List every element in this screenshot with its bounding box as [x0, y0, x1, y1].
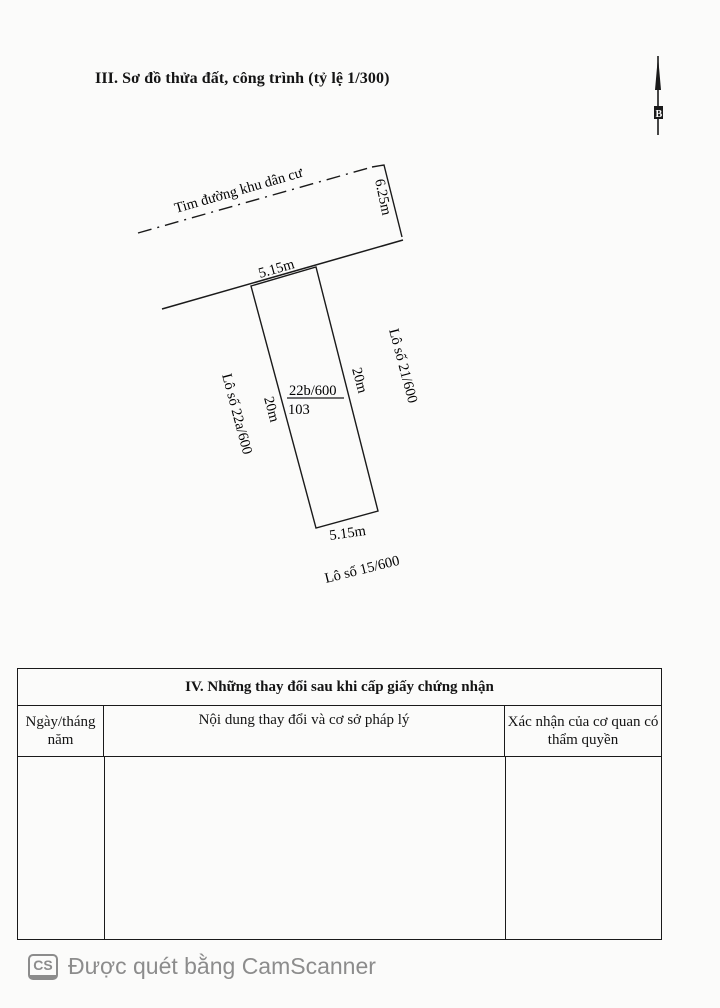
back-width-label: 5.15m [328, 523, 367, 544]
changes-table: IV. Những thay đổi sau khi cấp giấy chứn… [17, 668, 662, 940]
svg-text:B: B [656, 109, 663, 120]
north-arrow-icon: B [654, 56, 663, 135]
column-header-confirmation: Xác nhận của cơ quan có thẩm quyền [505, 705, 661, 757]
camscanner-logo-icon: CS [28, 953, 58, 980]
column-header-date: Ngày/tháng năm [18, 705, 104, 757]
parcel-area: 103 [288, 402, 310, 418]
parcel-boundary [250, 266, 379, 529]
table-cell-content [104, 757, 506, 939]
section-4-title: IV. Những thay đổi sau khi cấp giấy chứn… [18, 669, 661, 706]
right-depth-label: 20m [348, 366, 370, 396]
parcel-number: 22b/600 [289, 383, 337, 399]
column-header-content: Nội dung thay đổi và cơ sở pháp lý [104, 705, 505, 757]
section-3-title: III. Sơ đồ thửa đất, công trình (tỷ lệ 1… [95, 70, 390, 87]
watermark-text: Được quét bằng CamScanner [68, 953, 376, 979]
table-cell-date [18, 757, 105, 939]
road-offset-label: 6.25m [371, 178, 394, 218]
road-centerline [137, 166, 373, 234]
neighbor-right-label: Lô số 21/600 [385, 327, 420, 405]
neighbor-back-label: Lô số 15/600 [323, 553, 401, 587]
neighbor-left-label: Lô số 22a/600 [218, 372, 255, 456]
table-cell-confirmation [505, 757, 661, 939]
left-depth-label: 20m [260, 395, 282, 425]
land-parcel-diagram: B Tim đường khu dân cư 6.25m 5.15m 20m 2… [137, 56, 663, 587]
camscanner-watermark: CS Được quét bằng CamScanner [28, 953, 376, 980]
